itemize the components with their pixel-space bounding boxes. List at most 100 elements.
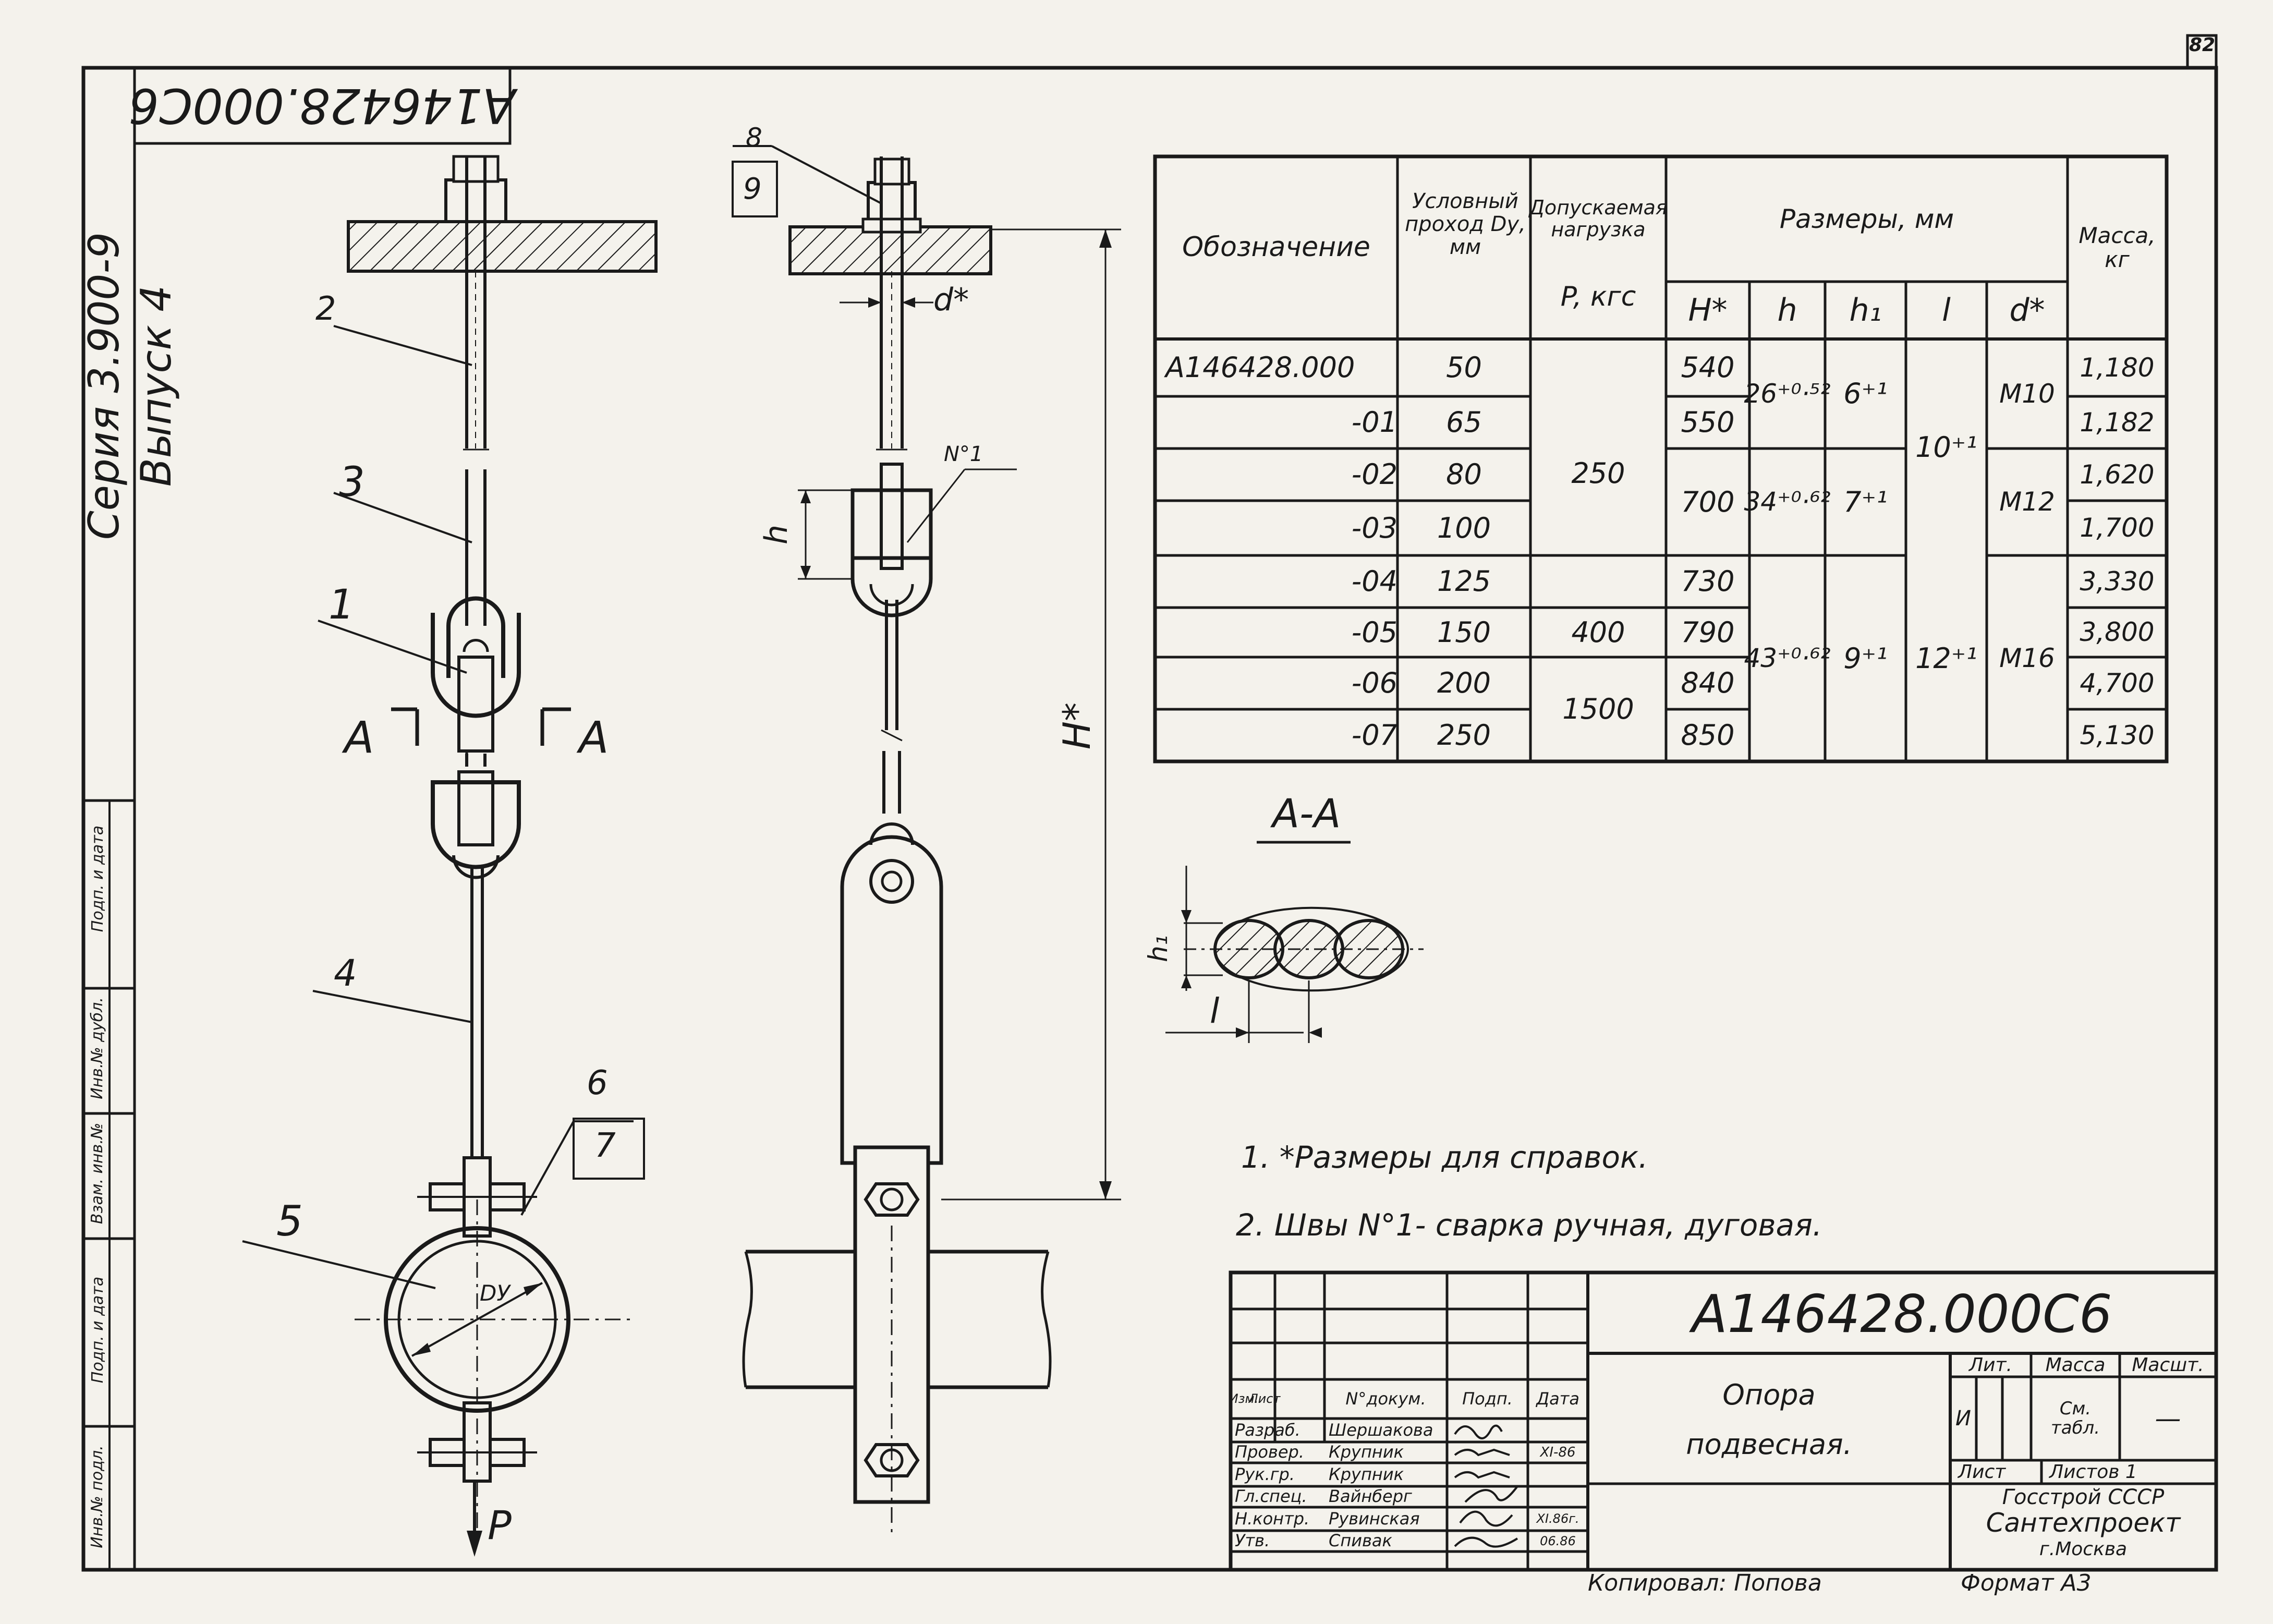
row-designation: А146428.000 xyxy=(1165,351,1355,384)
scale-label: Масшт. xyxy=(2132,1354,2204,1376)
row-H: 850 xyxy=(1681,719,1735,752)
dim-dy-label: DУ xyxy=(480,1280,510,1306)
side-stamp-label: Подп. и дата xyxy=(89,825,107,932)
row-designation: -02 xyxy=(1351,458,1397,491)
sheet-number: 82 xyxy=(2189,34,2216,56)
callout-1: 1 xyxy=(329,581,355,628)
format-label: Формат А3 xyxy=(1961,1570,2092,1596)
role-name: Спивак xyxy=(1329,1531,1392,1551)
callout-4: 4 xyxy=(334,952,357,995)
callout-6: 6 xyxy=(587,1064,608,1102)
header-mass: Масса, кг xyxy=(2078,222,2156,272)
callout-9: 9 xyxy=(743,172,762,206)
merged-load-400: 400 xyxy=(1571,615,1625,649)
row-designation: -05 xyxy=(1351,615,1397,649)
rev-header: Изм. xyxy=(1229,1391,1259,1407)
section-title: A-A xyxy=(1272,790,1341,837)
spec-table-grid xyxy=(1153,154,2169,763)
dim-d-label: d* xyxy=(933,282,969,318)
merged-load-1500: 1500 xyxy=(1562,693,1634,726)
row-mass: 1,182 xyxy=(2080,407,2155,438)
merged-H-700: 700 xyxy=(1681,485,1735,518)
role-name: Рувинская xyxy=(1329,1508,1420,1529)
header-h1: h₁ xyxy=(1849,292,1882,329)
side-stamp-label: Взам. инв.№ xyxy=(88,1122,106,1225)
merged-l-a: 10⁺¹ xyxy=(1915,430,1977,464)
row-mass: 1,620 xyxy=(2080,459,2155,490)
weld-label: N°1 xyxy=(944,442,983,466)
row-designation: -04 xyxy=(1351,565,1397,598)
note-2: 2. Швы N°1- сварка ручная, дуговая. xyxy=(1236,1207,1822,1243)
note-1: 1. *Размеры для справок. xyxy=(1241,1140,1648,1175)
org-line3: г.Москва xyxy=(2039,1538,2128,1560)
callout-3: 3 xyxy=(339,459,365,506)
scale-value: — xyxy=(2155,1403,2181,1434)
title-block-grid xyxy=(1229,1270,2218,1572)
role-name: Вайнберг xyxy=(1329,1486,1412,1507)
section-marker-right: A xyxy=(579,712,609,763)
merged-d-b: M12 xyxy=(1999,487,2055,517)
merged-l-b: 12⁺¹ xyxy=(1915,641,1977,675)
row-mass: 3,800 xyxy=(2080,617,2155,647)
rev-header: Подп. xyxy=(1462,1388,1513,1409)
merged-h-a: 26⁺⁰·⁵² xyxy=(1744,378,1831,409)
mass-label: Масса xyxy=(2045,1354,2106,1376)
row-mass: 5,130 xyxy=(2080,720,2155,750)
merged-d-c: M16 xyxy=(1999,643,2055,673)
sheet-label: Лист xyxy=(1958,1461,2006,1483)
side-stamp-label: Инв.№ подл. xyxy=(88,1445,106,1548)
dim-h-label: h xyxy=(758,524,795,545)
header-H: H* xyxy=(1688,292,1728,329)
row-dy: 200 xyxy=(1437,666,1491,700)
dim-H-label: H* xyxy=(1055,702,1099,750)
side-stamp-label: Инв.№ дубл. xyxy=(88,997,106,1099)
role-date: XI.86г. xyxy=(1536,1511,1579,1526)
header-l: l xyxy=(1942,292,1951,329)
dim-l-label: l xyxy=(1210,991,1220,1031)
merged-h1-c: 9⁺¹ xyxy=(1843,641,1888,675)
code-stamp-box xyxy=(133,66,512,145)
side-view xyxy=(732,145,1121,1538)
row-dy: 125 xyxy=(1437,565,1491,598)
callout-2: 2 xyxy=(315,289,336,328)
row-dy: 50 xyxy=(1446,351,1482,384)
header-load-unit: P, кгс xyxy=(1560,281,1636,313)
row-designation: -03 xyxy=(1351,511,1397,544)
header-d: d* xyxy=(2009,292,2045,329)
row-H: 550 xyxy=(1681,406,1735,439)
role-label: Провер. xyxy=(1235,1442,1304,1462)
merged-d-a: M10 xyxy=(1999,378,2055,409)
row-dy: 65 xyxy=(1446,406,1482,439)
callout-7: 7 xyxy=(594,1126,616,1165)
role-label: Рук.гр. xyxy=(1235,1464,1295,1484)
org-line1: Госстрой СССР xyxy=(2002,1485,2165,1509)
row-mass: 3,330 xyxy=(2080,566,2155,597)
callout-5: 5 xyxy=(276,1197,303,1245)
merged-load-250: 250 xyxy=(1571,456,1625,490)
front-view xyxy=(242,155,658,1557)
merged-h1-b: 7⁺¹ xyxy=(1843,485,1888,518)
role-label: Гл.спец. xyxy=(1235,1486,1307,1507)
callout-8: 8 xyxy=(746,123,762,153)
merged-h-b: 34⁺⁰·⁶² xyxy=(1744,487,1831,517)
signatures xyxy=(1454,1424,1518,1548)
dim-h1-label: h₁ xyxy=(1142,935,1173,962)
row-H: 540 xyxy=(1681,351,1735,384)
side-stamp-label: Подп. и дата xyxy=(89,1276,107,1384)
row-designation: -01 xyxy=(1351,406,1397,439)
row-designation: -06 xyxy=(1351,666,1397,700)
merged-h-c: 43⁺⁰·⁶² xyxy=(1744,643,1831,673)
row-H: 790 xyxy=(1681,615,1735,649)
rev-header: Лист xyxy=(1248,1391,1281,1407)
title-name-line1: Опора xyxy=(1722,1378,1816,1412)
rev-header: N°докум. xyxy=(1345,1388,1426,1409)
row-mass: 4,700 xyxy=(2080,668,2155,698)
role-date: XI-86 xyxy=(1540,1444,1576,1460)
mass-value: См. табл. xyxy=(2050,1398,2100,1438)
row-H: 730 xyxy=(1681,565,1735,598)
role-date: 06.86 xyxy=(1540,1533,1576,1548)
section-marker-left: A xyxy=(344,712,374,763)
row-H: 840 xyxy=(1681,666,1735,700)
sheets-label: Листов 1 xyxy=(2049,1461,2137,1483)
